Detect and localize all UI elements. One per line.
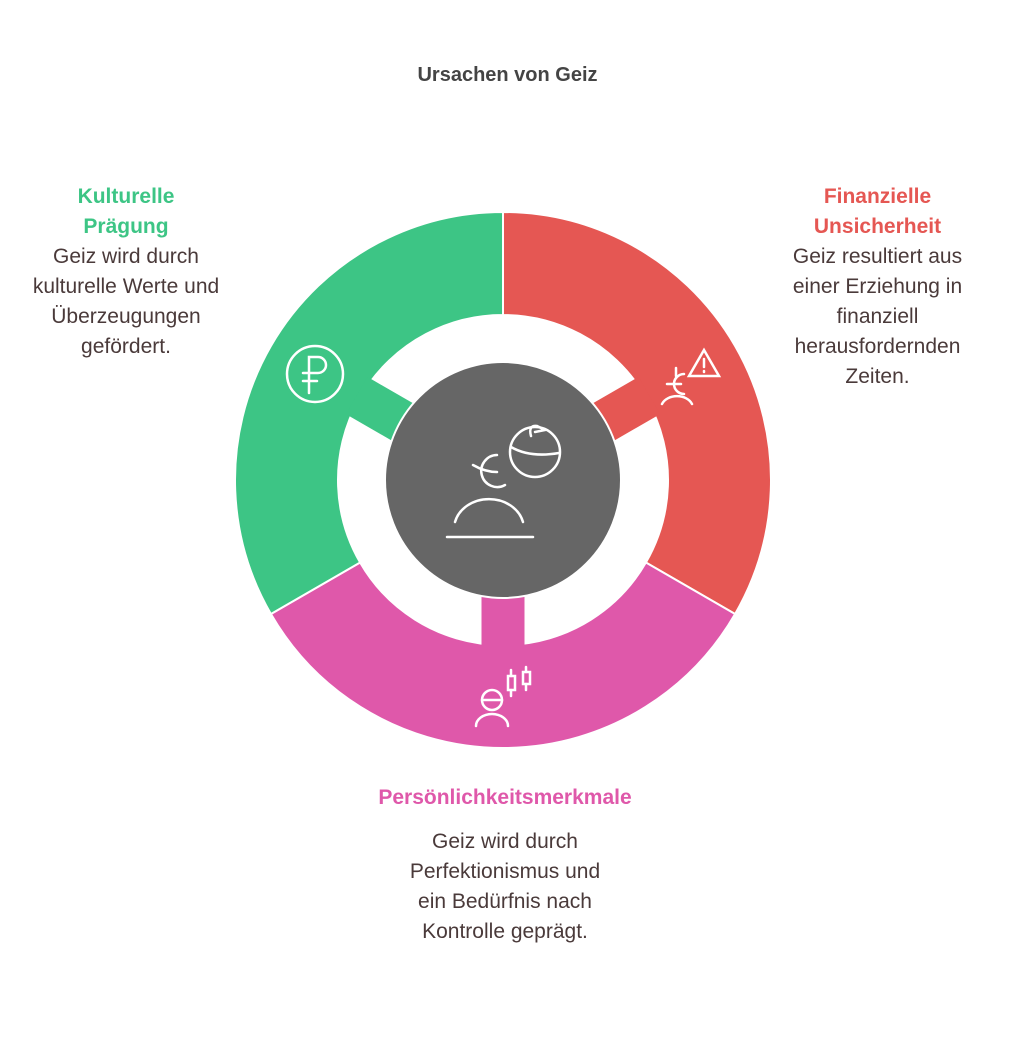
segment-description: Geiz wird durch Perfektionismus und ein … (409, 830, 601, 943)
label-finanzielle-unsicherheit: Finanzielle Unsicherheit Geiz resultiert… (770, 182, 985, 392)
connector-magenta (481, 594, 525, 649)
segment-heading: Finanzielle Unsicherheit (813, 185, 942, 238)
label-kulturelle-praegung: Kulturelle Prägung Geiz wird durch kultu… (20, 182, 232, 362)
label-persoenlichkeitsmerkmale: Persönlichkeitsmerkmale Geiz wird durch … (330, 783, 680, 947)
segment-red (502, 210, 772, 616)
segment-description: Geiz resultiert aus einer Erziehung in f… (792, 245, 963, 388)
segment-green (234, 210, 504, 616)
segment-heading: Kulturelle Prägung (77, 185, 175, 238)
segment-magenta (269, 561, 737, 750)
segment-description: Geiz wird durch kulturelle Werte und Übe… (32, 245, 220, 358)
diagram-title: Ursachen von Geiz (417, 64, 598, 86)
center-circle (384, 361, 622, 599)
person-euro-warning-icon (660, 347, 722, 406)
segment-heading: Persönlichkeitsmerkmale (378, 786, 632, 809)
person-candlestick-chart-icon (474, 665, 532, 728)
ruble-coin-icon (285, 344, 345, 404)
person-cycle-icon (445, 424, 562, 539)
